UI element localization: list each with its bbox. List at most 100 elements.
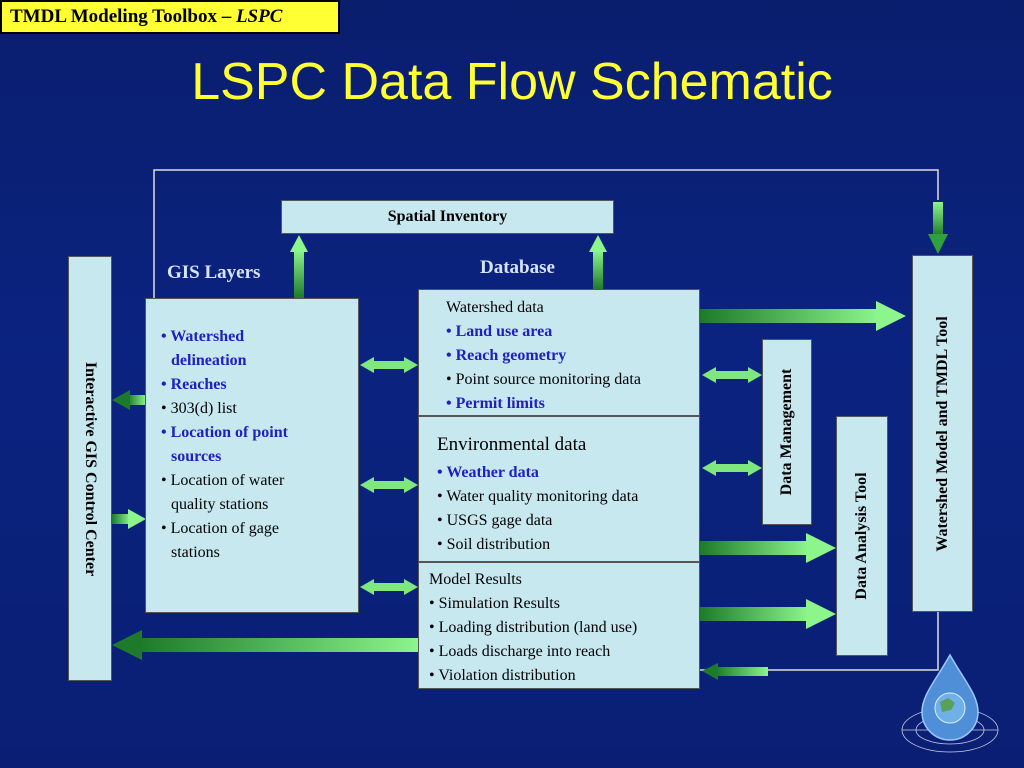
bullet: • xyxy=(161,328,171,345)
list-item-text: 303(d) list xyxy=(170,400,237,417)
arrow-feedback-into-results xyxy=(702,663,768,680)
arrow-results-to-control xyxy=(112,630,418,660)
list-item-text: delineation xyxy=(171,352,247,369)
list-item-text: USGS gage data xyxy=(446,512,553,529)
double-arrow-gis-results xyxy=(360,579,418,595)
list-item-text: Location of gage xyxy=(170,520,280,537)
bullet: • xyxy=(161,400,171,417)
bullet: • xyxy=(446,395,456,412)
list-item: • Land use area xyxy=(446,320,552,344)
list-item: • Reaches xyxy=(161,373,227,397)
header-italic: LSPC xyxy=(235,6,283,27)
list-item-text: Violation distribution xyxy=(438,667,576,684)
watershed-model-tool-label: Watershed Model and TMDL Tool xyxy=(933,315,951,552)
feedback-line-bottom xyxy=(700,610,939,671)
bullet: • xyxy=(161,376,171,393)
bullet: • xyxy=(437,512,447,529)
bullet: • xyxy=(437,536,447,553)
arrow-gis-to-spatial xyxy=(290,235,308,298)
list-item: • Watershed xyxy=(161,325,244,349)
list-item: • Location of point xyxy=(161,421,288,445)
model-results-heading: Model Results xyxy=(429,571,522,588)
watershed-model-tool-box: Watershed Model and TMDL Tool xyxy=(912,255,973,612)
watershed-data-heading: Watershed data xyxy=(446,299,544,316)
list-item-text: Point source monitoring data xyxy=(455,371,641,388)
list-item-text: quality stations xyxy=(171,496,269,513)
spatial-inventory-box: Spatial Inventory xyxy=(281,200,614,234)
list-item: • Location of gage xyxy=(161,517,279,541)
list-item: • Violation distribution xyxy=(429,664,576,688)
bullet: • xyxy=(429,667,439,684)
list-item: • Point source monitoring data xyxy=(446,368,641,392)
double-arrow-gis-env xyxy=(360,477,418,493)
list-item-text: Land use area xyxy=(455,323,553,340)
double-arrow-gis-watershed xyxy=(360,357,418,373)
list-item-text: Weather data xyxy=(446,464,539,481)
list-item-text: Reaches xyxy=(170,376,227,393)
list-item-text: Reach geometry xyxy=(455,347,567,364)
gis-control-center-box: Interactive GIS Control Center xyxy=(68,256,112,681)
arrow-gis-to-control xyxy=(112,390,146,410)
data-analysis-tool-box: Data Analysis Tool xyxy=(836,416,888,656)
list-item: delineation xyxy=(171,349,247,373)
list-item: • Location of water xyxy=(161,469,284,493)
bullet: • xyxy=(429,595,439,612)
water-drop-globe-icon xyxy=(901,653,999,753)
bullet: • xyxy=(429,643,439,660)
list-item: • Simulation Results xyxy=(429,592,560,616)
environmental-data-heading: Environmental data xyxy=(437,434,587,455)
arrow-control-to-gis xyxy=(112,509,146,529)
watershed-data-box: Watershed data • Land use area• Reach ge… xyxy=(418,289,700,416)
arrow-db-to-spatial xyxy=(589,235,607,290)
header-bar: TMDL Modeling Toolbox – LSPC xyxy=(0,0,340,34)
list-item: • Reach geometry xyxy=(446,344,566,368)
bullet: • xyxy=(437,488,447,505)
model-results-box: Model Results • Simulation Results• Load… xyxy=(418,562,700,689)
bullet: • xyxy=(446,323,456,340)
list-item: • Loading distribution (land use) xyxy=(429,616,637,640)
header-prefix: TMDL Modeling Toolbox – xyxy=(10,6,236,27)
list-item-text: Permit limits xyxy=(455,395,545,412)
list-item-text: stations xyxy=(171,544,220,561)
list-item: • Weather data xyxy=(437,461,539,485)
list-item: • USGS gage data xyxy=(437,509,552,533)
arrow-env-to-analysis xyxy=(700,533,836,563)
bullet: • xyxy=(429,619,439,636)
bullet: • xyxy=(437,464,447,481)
list-item: quality stations xyxy=(171,493,268,517)
bullet: • xyxy=(161,424,171,441)
arrow-results-to-analysis xyxy=(700,599,836,629)
list-item: • 303(d) list xyxy=(161,397,237,421)
list-item-text: Loads discharge into reach xyxy=(438,643,611,660)
database-label: Database xyxy=(480,257,555,278)
list-item: sources xyxy=(171,445,221,469)
environmental-data-box: Environmental data • Weather data• Water… xyxy=(418,416,700,562)
data-management-box: Data Management xyxy=(762,339,812,525)
list-item: • Permit limits xyxy=(446,392,545,416)
arrow-db-to-model-tool xyxy=(700,301,906,331)
list-item-text: Location of water xyxy=(170,472,285,489)
list-item-text: Soil distribution xyxy=(446,536,551,553)
bullet: • xyxy=(446,347,456,364)
list-item-text: Loading distribution (land use) xyxy=(438,619,638,636)
data-management-label: Data Management xyxy=(778,368,795,496)
list-item: • Soil distribution xyxy=(437,533,550,557)
page-title: LSPC Data Flow Schematic xyxy=(191,53,833,111)
bullet: • xyxy=(446,371,456,388)
bullet: • xyxy=(161,520,171,537)
double-arrow-watershed-mgmt xyxy=(702,367,762,383)
feedback-line xyxy=(153,169,939,298)
bullet: • xyxy=(161,472,171,489)
spatial-inventory-label: Spatial Inventory xyxy=(387,208,508,225)
double-arrow-env-mgmt xyxy=(702,460,762,476)
list-item: • Loads discharge into reach xyxy=(429,640,610,664)
list-item-text: sources xyxy=(171,448,222,465)
gis-layers-label: GIS Layers xyxy=(167,262,261,283)
list-item-text: Water quality monitoring data xyxy=(446,488,639,505)
data-analysis-tool-label: Data Analysis Tool xyxy=(853,472,870,600)
list-item-text: Watershed xyxy=(170,328,245,345)
arrow-into-watershed-tool xyxy=(928,202,948,254)
list-item: • Water quality monitoring data xyxy=(437,485,638,509)
